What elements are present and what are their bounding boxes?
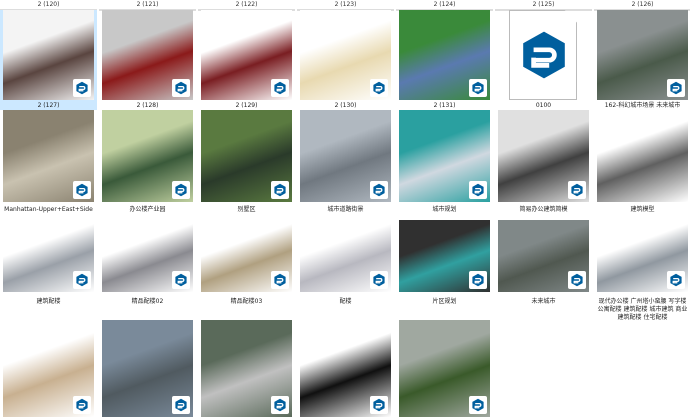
- sketchup-icon: [73, 79, 91, 97]
- file-label: 2 (131): [433, 102, 456, 109]
- file-label: 片区规划: [432, 298, 457, 305]
- sketchup-icon: [271, 271, 289, 289]
- file-label: 现代办公楼 广州塔小蛮腰 写字楼 公寓配楼 建筑配楼 城市建筑 商业建筑配楼 住…: [597, 298, 688, 321]
- file-item[interactable]: [396, 320, 493, 417]
- model-thumbnail: [300, 320, 391, 417]
- model-thumbnail: [597, 220, 688, 292]
- file-item[interactable]: Manhattan-Upper+East+Side: [0, 110, 97, 213]
- file-label: 办公楼产业园: [129, 206, 166, 213]
- file-item[interactable]: 城市道路街景: [297, 110, 394, 213]
- sketchup-icon: [172, 396, 190, 414]
- file-item[interactable]: 0100: [495, 10, 592, 110]
- file-item[interactable]: 现代办公楼 广州塔小蛮腰 写字楼 公寓配楼 建筑配楼 城市建筑 商业建筑配楼 住…: [594, 220, 690, 321]
- sketchup-icon: [667, 79, 685, 97]
- model-thumbnail: [3, 320, 94, 417]
- model-thumbnail: [102, 220, 193, 292]
- sketchup-icon: [370, 271, 388, 289]
- file-item[interactable]: 2 (127): [0, 10, 97, 110]
- model-thumbnail: [300, 110, 391, 202]
- file-label: 2 (130): [334, 102, 357, 109]
- file-item[interactable]: 未来城市: [495, 220, 592, 320]
- file-item[interactable]: [297, 320, 394, 417]
- file-item[interactable]: 片区规划: [396, 220, 493, 320]
- sketchup-icon: [73, 181, 91, 199]
- file-label: 2 (127): [37, 102, 60, 109]
- sketchup-icon: [271, 181, 289, 199]
- file-label: 2 (128): [136, 102, 159, 109]
- sketchup-icon: [469, 396, 487, 414]
- file-item[interactable]: 建筑配楼: [0, 220, 97, 320]
- sketchup-icon: [73, 271, 91, 289]
- file-item[interactable]: 精品配楼03: [198, 220, 295, 320]
- file-item[interactable]: 精品配楼02: [99, 220, 196, 320]
- file-label: 建筑模型: [630, 206, 655, 213]
- file-item[interactable]: [99, 320, 196, 417]
- file-label: 未来城市: [531, 298, 556, 305]
- file-item[interactable]: 别墅区: [198, 110, 295, 213]
- model-thumbnail: [597, 110, 688, 202]
- sketchup-icon: [469, 181, 487, 199]
- model-thumbnail: [201, 110, 292, 202]
- model-thumbnail: [102, 10, 193, 100]
- file-item[interactable]: 简易办公建筑简模: [495, 110, 592, 213]
- model-thumbnail: [3, 220, 94, 292]
- model-thumbnail: [399, 110, 490, 202]
- model-thumbnail: [201, 220, 292, 292]
- sketchup-icon: [568, 181, 586, 199]
- file-label: 0100: [535, 102, 552, 109]
- sketchup-icon: [469, 79, 487, 97]
- model-thumbnail: [300, 220, 391, 292]
- file-item[interactable]: 办公楼产业园: [99, 110, 196, 213]
- file-label: 配楼: [339, 298, 352, 305]
- sketchup-icon: [73, 396, 91, 414]
- file-item[interactable]: [198, 320, 295, 417]
- file-label: Manhattan-Upper+East+Side: [4, 206, 93, 213]
- file-label: 精品配楼02: [131, 298, 164, 305]
- sketchup-icon: [271, 396, 289, 414]
- model-thumbnail: [399, 220, 490, 292]
- model-thumbnail: [102, 320, 193, 417]
- sketchup-icon: [370, 396, 388, 414]
- file-label: 城市道路街景: [327, 206, 364, 213]
- file-item[interactable]: 2 (131): [396, 10, 493, 110]
- sketchup-icon: [172, 271, 190, 289]
- file-item[interactable]: 162-科幻城市场景 未来城市: [594, 10, 690, 110]
- sketchup-icon: [370, 181, 388, 199]
- model-thumbnail: [201, 10, 292, 100]
- file-label: 162-科幻城市场景 未来城市: [604, 102, 681, 109]
- file-item[interactable]: 配楼: [297, 220, 394, 320]
- model-thumbnail: [300, 10, 391, 100]
- sketchup-file-icon: [509, 10, 577, 100]
- model-thumbnail: [399, 320, 490, 417]
- sketchup-icon: [568, 271, 586, 289]
- file-item[interactable]: 建筑模型: [594, 110, 690, 213]
- file-label: 别墅区: [237, 206, 256, 213]
- file-item[interactable]: 2 (128): [99, 10, 196, 110]
- file-item[interactable]: 2 (130): [297, 10, 394, 110]
- file-label: 建筑配楼: [36, 298, 61, 305]
- file-label: 精品配楼03: [230, 298, 263, 305]
- model-thumbnail: [3, 110, 94, 202]
- model-thumbnail: [201, 320, 292, 417]
- file-item[interactable]: 2 (129): [198, 10, 295, 110]
- model-thumbnail: [498, 110, 589, 202]
- file-label: 2 (129): [235, 102, 258, 109]
- model-thumbnail: [498, 220, 589, 292]
- file-item[interactable]: 城市规划: [396, 110, 493, 213]
- file-label: 城市规划: [432, 206, 457, 213]
- model-thumbnail: [102, 110, 193, 202]
- previous-row-labels: 2 (120)2 (121)2 (122)2 (123)2 (124)2 (12…: [0, 0, 690, 11]
- sketchup-icon: [469, 271, 487, 289]
- sketchup-icon: [172, 79, 190, 97]
- sketchup-icon: [172, 181, 190, 199]
- sketchup-icon: [667, 271, 685, 289]
- model-thumbnail: [399, 10, 490, 100]
- sketchup-icon: [370, 79, 388, 97]
- model-thumbnail: [3, 10, 94, 100]
- file-label: 简易办公建筑简模: [519, 206, 568, 213]
- sketchup-icon: [271, 79, 289, 97]
- file-item[interactable]: [0, 320, 97, 417]
- model-thumbnail: [597, 10, 688, 100]
